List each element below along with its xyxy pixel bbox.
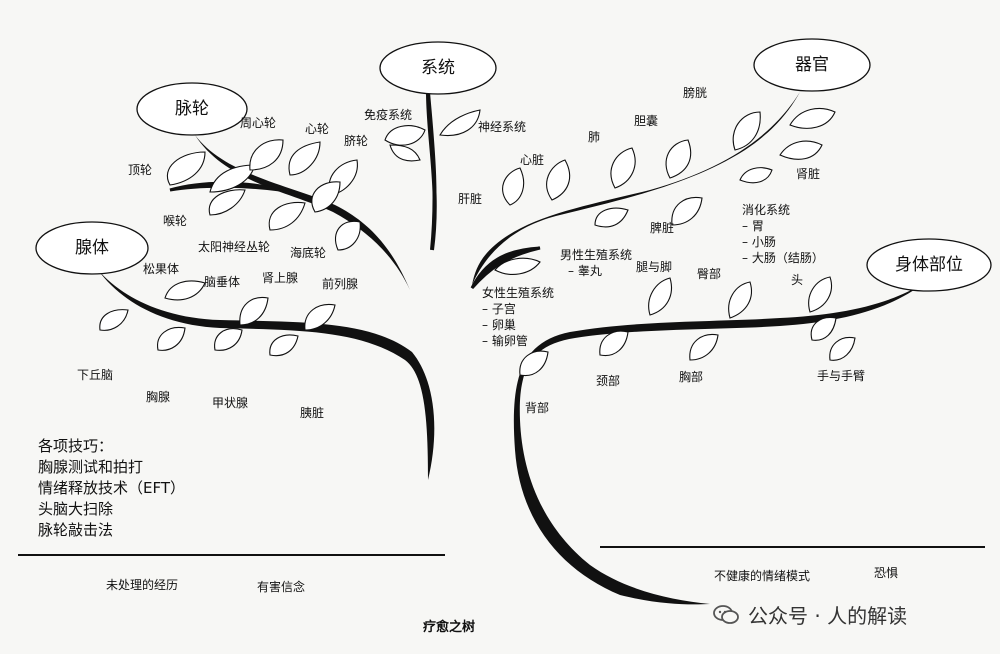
label-female-reproductive: 女性生殖系统 (482, 286, 555, 300)
ground-lines (18, 546, 985, 556)
label-digestive-system: 消化系统 (742, 203, 791, 217)
label-thyroid: 甲状腺 (212, 396, 249, 410)
category-ovals (35, 38, 992, 292)
watermark: 公众号 · 人的解读 (712, 600, 907, 629)
label-solar-plexus-chakra: 太阳神经丛轮 (198, 240, 271, 254)
label-heart-periphery-chakra: 周心轮 (240, 116, 277, 130)
label-heart: 心脏 (520, 153, 545, 167)
label-neck: 颈部 (596, 374, 621, 388)
label-back: 背部 (525, 401, 550, 415)
category-system: 系统 (421, 58, 455, 78)
label-male-reproductive: 男性生殖系统 (560, 248, 633, 262)
label-gallbladder: 胆囊 (634, 114, 659, 128)
leaves (99, 108, 856, 377)
category-gland: 腺体 (75, 238, 109, 258)
label-hypothalamus: 下丘脑 (77, 368, 114, 382)
oval-body (866, 238, 992, 292)
ground-label-unprocessed-experiences: 未处理的经历 (106, 578, 179, 592)
label-hands-arms: 手与手臂 (817, 369, 866, 383)
label-pineal: 松果体 (143, 262, 180, 276)
diagram-title: 疗愈之树 (423, 620, 476, 635)
label-female-sub: – 子宫 (482, 302, 516, 316)
ground-label-harmful-beliefs: 有害信念 (257, 580, 306, 594)
label-crown-chakra: 顶轮 (128, 163, 153, 177)
label-chest: 胸部 (679, 370, 704, 384)
label-navel-chakra: 脐轮 (344, 134, 369, 148)
label-pituitary: 脑垂体 (204, 275, 241, 289)
oval-chakra (136, 82, 248, 136)
male-reproductive-list: 男性生殖系统 – 睾丸 (560, 247, 632, 279)
category-chakra: 脉轮 (175, 99, 209, 119)
female-reproductive-list: 女性生殖系统 – 子宫 – 卵巢 – 输卵管 (482, 285, 554, 349)
label-pancreas: 胰脏 (300, 406, 325, 420)
label-prostate: 前列腺 (322, 277, 359, 291)
label-digestive-sub: – 大肠（结肠） (742, 251, 824, 265)
label-thymus: 胸腺 (146, 390, 171, 404)
label-heart-chakra: 心轮 (305, 122, 330, 136)
label-head: 头 (791, 273, 804, 287)
label-male-sub: – 睾丸 (568, 264, 602, 278)
label-bladder: 膀胱 (683, 86, 708, 100)
label-female-sub: – 输卵管 (482, 334, 528, 348)
category-organ: 器官 (795, 55, 829, 75)
ground-label-unhealthy-emotions: 不健康的情绪模式 (714, 569, 811, 583)
skill-item: 头脑大扫除 (38, 500, 114, 518)
label-adrenal: 肾上腺 (262, 271, 299, 285)
category-body: 身体部位 (895, 255, 963, 275)
label-lungs: 肺 (588, 130, 601, 144)
ground-label-fear: 恐惧 (874, 566, 899, 580)
label-hips: 臀部 (697, 267, 722, 281)
oval-gland (35, 221, 149, 275)
label-throat-chakra: 喉轮 (163, 214, 188, 228)
label-female-sub: – 卵巢 (482, 318, 516, 332)
label-nervous-system: 神经系统 (478, 120, 527, 134)
skill-item: 脉轮敲击法 (38, 521, 114, 539)
oval-system (379, 41, 497, 95)
label-digestive-sub: – 小肠 (742, 235, 776, 249)
label-immune-system: 免疫系统 (364, 108, 413, 122)
label-kidney: 肾脏 (796, 167, 821, 181)
skills-list: 各项技巧： 胸腺测试和拍打 情绪释放技术（EFT） 头脑大扫除 脉轮敲击法 (38, 436, 185, 541)
skill-item: 胸腺测试和拍打 (38, 458, 144, 476)
skill-item: 情绪释放技术（EFT） (38, 479, 186, 497)
watermark-text: 公众号 · 人的解读 (748, 604, 908, 628)
digestive-list: 消化系统 – 胃 – 小肠 – 大肠（结肠） (742, 202, 824, 266)
skills-heading: 各项技巧： (38, 437, 114, 455)
label-root-chakra: 海底轮 (290, 246, 327, 260)
oval-organ (753, 38, 871, 92)
label-digestive-sub: – 胃 (742, 219, 764, 233)
label-legs-feet: 腿与脚 (636, 260, 673, 274)
label-liver: 肝脏 (458, 192, 483, 206)
label-spleen: 脾脏 (650, 221, 675, 235)
wechat-icon (713, 604, 739, 624)
